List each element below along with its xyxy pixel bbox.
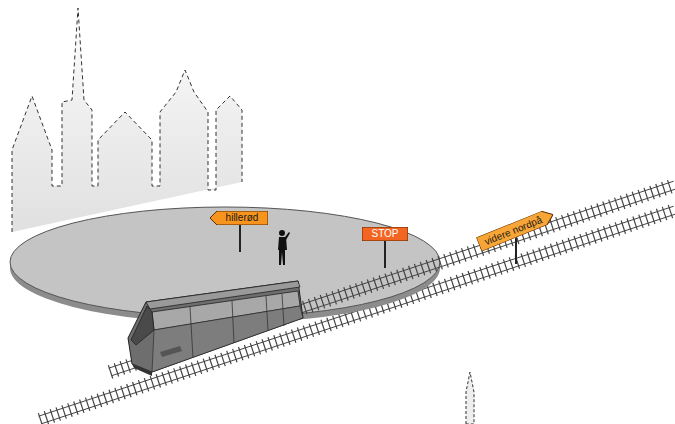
sign-outline	[362, 227, 408, 241]
sign-post	[515, 238, 517, 264]
sign-post	[384, 240, 386, 268]
sign-text: hillerød	[226, 212, 259, 224]
person	[278, 230, 290, 265]
rail-track	[109, 181, 675, 376]
city-skyline	[12, 8, 242, 232]
direction-sign: STOP	[362, 227, 408, 241]
tram	[128, 281, 303, 376]
sign-outline	[210, 211, 268, 225]
sign-post	[239, 224, 241, 252]
distant-spire	[466, 372, 474, 424]
sign-outline	[476, 208, 556, 252]
direction-sign: hillerød	[210, 211, 268, 225]
sign-text: STOP	[371, 228, 398, 240]
city-outline	[12, 8, 242, 232]
